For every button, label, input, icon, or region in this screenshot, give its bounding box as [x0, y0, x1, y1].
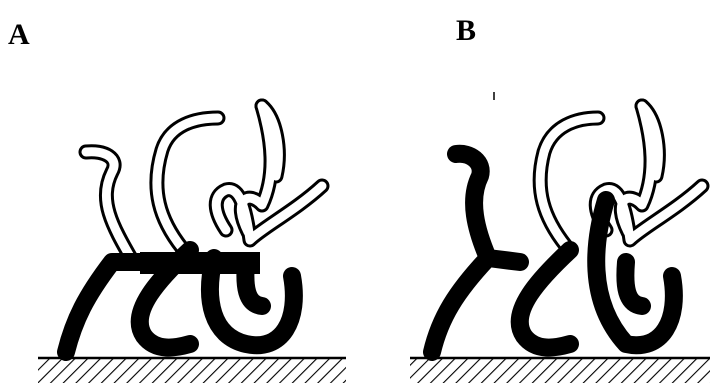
panel-b-substrate-hatch: [410, 359, 710, 383]
panel-b: [380, 0, 716, 387]
panel-a-diagram: [0, 0, 360, 387]
panel-b-lower-segments: [432, 154, 674, 352]
panel-b-chain-1-full: [432, 154, 488, 352]
panel-b-chain-1-branch: [488, 258, 520, 262]
panel-b-chain-4-lower: [625, 262, 642, 306]
panel-a-substrate-hatch: [38, 359, 346, 383]
panel-b-diagram: [380, 0, 716, 387]
panel-a: [0, 0, 360, 387]
panel-a-chain-1-lower: [66, 262, 140, 352]
